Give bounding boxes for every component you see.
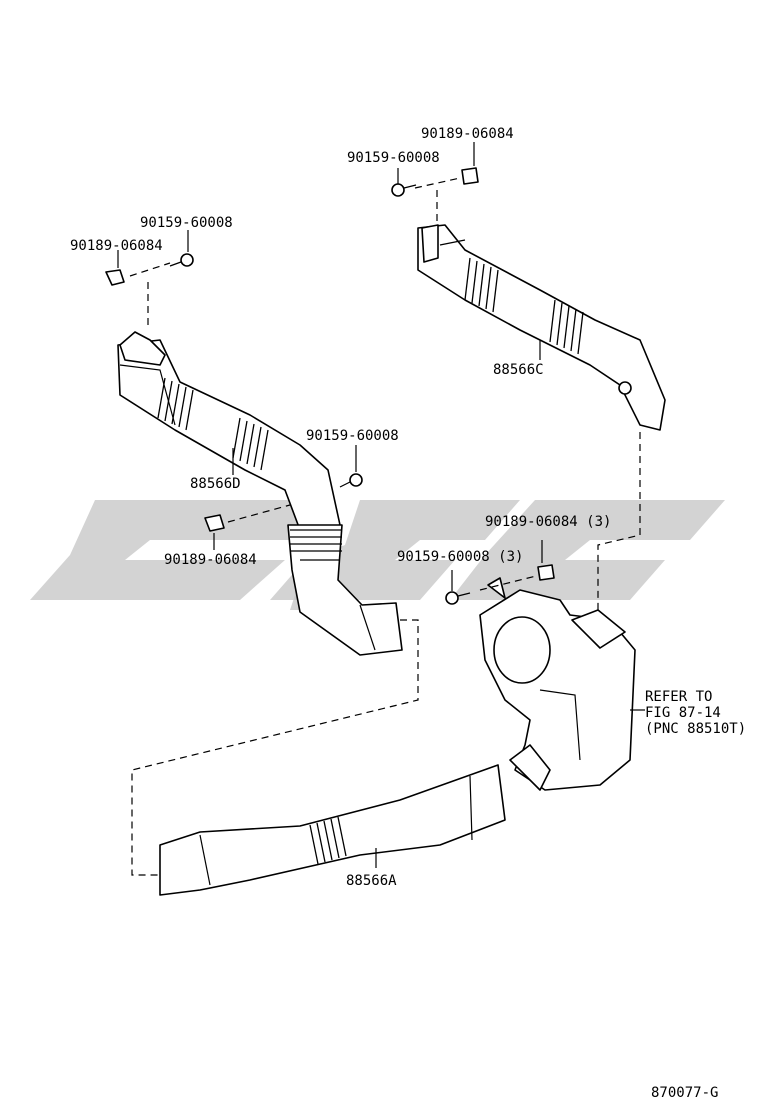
duct-88566a[interactable] (159, 764, 506, 896)
reference-label: (PNC 88510T) (645, 721, 746, 737)
part-label: 90189-06084 (164, 552, 257, 568)
duct-88566c[interactable] (417, 224, 666, 431)
part-label: 90189-06084 (421, 126, 514, 142)
screw-icon[interactable] (445, 591, 471, 605)
part-label: 90159-60008 (306, 428, 399, 444)
screw-icon[interactable] (339, 473, 363, 488)
watermark-logo (30, 500, 725, 610)
clip-icon[interactable] (204, 514, 225, 532)
reference-label: FIG 87-14 (645, 705, 721, 721)
part-label: 90159-60008 (347, 150, 440, 166)
part-label: 88566D (190, 476, 241, 492)
screw-icon[interactable] (169, 253, 194, 267)
part-label: 88566C (493, 362, 544, 378)
part-label: 88566A (346, 873, 397, 889)
part-label: 90189-06084 (70, 238, 163, 254)
part-label: 90159-60008 (140, 215, 233, 231)
screw-icon[interactable] (391, 183, 417, 197)
duct-88566d[interactable] (117, 331, 403, 656)
clip-icon[interactable] (461, 167, 479, 185)
diagram-id: 870077-G (651, 1085, 718, 1101)
clip-icon[interactable] (105, 269, 125, 286)
reference-label: REFER TO (645, 689, 712, 705)
blower-unit[interactable] (479, 577, 636, 791)
clip-icon[interactable] (537, 564, 555, 581)
part-label: 90159-60008 (3) (397, 549, 523, 565)
part-label: 90189-06084 (3) (485, 514, 611, 530)
